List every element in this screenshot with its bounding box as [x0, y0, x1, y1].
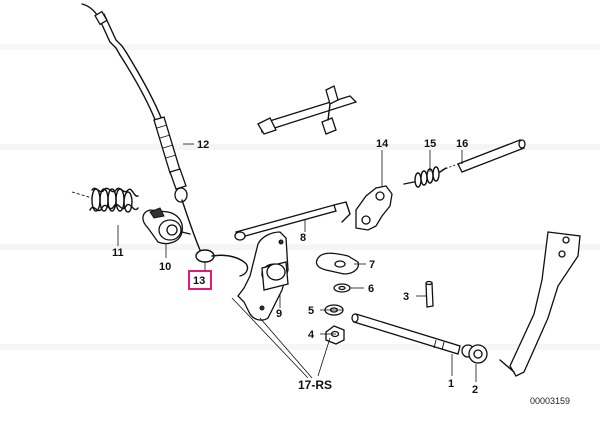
callout-17-rs[interactable]: 17-RS — [298, 378, 332, 392]
callout-16[interactable]: 16 — [456, 138, 468, 150]
callout-12[interactable]: 12 — [197, 139, 209, 151]
mounting-bracket[interactable] — [499, 231, 581, 377]
callout-11[interactable]: 11 — [112, 247, 124, 259]
part-14-bellcrank[interactable] — [355, 185, 393, 231]
part-4-nut[interactable] — [325, 325, 345, 345]
part-2-ring[interactable] — [468, 344, 488, 364]
callout-5[interactable]: 5 — [308, 305, 314, 317]
callout-4[interactable]: 4 — [308, 329, 315, 341]
part-16-rod[interactable] — [441, 139, 526, 173]
upper-lever[interactable] — [257, 85, 358, 135]
callout-13[interactable]: 13 — [193, 275, 205, 287]
part-7-lever[interactable] — [315, 252, 360, 275]
part-13-clip[interactable] — [195, 249, 249, 277]
callout-6[interactable]: 6 — [368, 283, 374, 295]
part-12-cable[interactable] — [81, 3, 201, 251]
part-10-bushing[interactable] — [142, 207, 191, 245]
callout-7[interactable]: 7 — [369, 259, 375, 271]
part-15-spring[interactable] — [403, 166, 447, 188]
callout-9[interactable]: 9 — [276, 308, 282, 320]
callout-10[interactable]: 10 — [159, 261, 171, 273]
watermark — [0, 44, 600, 350]
part-6-washer[interactable] — [333, 283, 351, 293]
callout-13-highlight — [188, 270, 212, 290]
part-11-spring[interactable] — [71, 187, 139, 213]
callout-3[interactable]: 3 — [403, 291, 409, 303]
part-1-shaft[interactable] — [351, 313, 475, 358]
callout-1[interactable]: 1 — [448, 378, 454, 390]
callouts: 1 2 3 4 5 6 7 8 9 10 11 12 13 14 15 16 1… — [112, 138, 478, 396]
part-3-pin[interactable] — [425, 280, 434, 308]
part-9-lever-plate[interactable] — [237, 231, 289, 321]
callout-8[interactable]: 8 — [300, 232, 306, 244]
callout-15[interactable]: 15 — [424, 138, 436, 150]
callout-14[interactable]: 14 — [376, 138, 389, 150]
part-8-rod[interactable] — [234, 201, 351, 241]
callout-2[interactable]: 2 — [472, 384, 478, 396]
drawing-number: 00003159 — [530, 396, 570, 406]
leader-lines — [117, 143, 477, 382]
